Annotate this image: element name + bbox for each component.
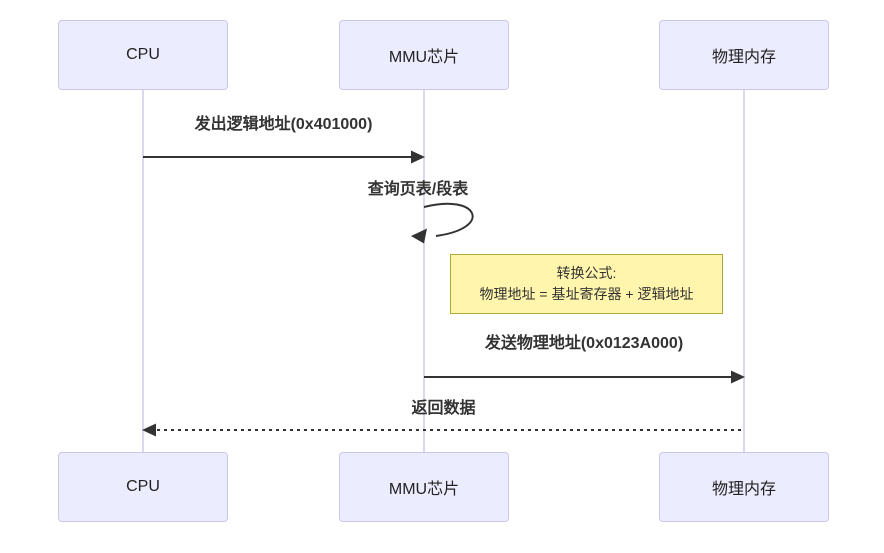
actor-box-memory-bottom: 物理内存 [659, 452, 829, 522]
actor-label-cpu: CPU [126, 478, 160, 495]
message-1-arrowhead-icon [411, 150, 425, 164]
actor-label-memory: 物理内存 [711, 481, 776, 498]
message-2-arrowhead-icon [411, 228, 427, 244]
note-line-1: 转换公式: [556, 265, 617, 281]
message-4-arrowhead-icon [142, 423, 156, 437]
actor-box-mmu-top: MMU芯片 [339, 20, 509, 90]
actor-box-mmu-bottom: MMU芯片 [339, 452, 509, 522]
actor-label-cpu: CPU [126, 46, 160, 63]
actor-label-mmu: MMU芯片 [388, 481, 460, 498]
actor-box-cpu-top: CPU [58, 20, 228, 90]
actor-box-memory-top: 物理内存 [659, 20, 829, 90]
note-line-2: 物理地址 = 基址寄存器 + 逻辑地址 [479, 286, 694, 302]
actor-label-memory: 物理内存 [711, 49, 776, 66]
message-3-arrowhead-icon [731, 370, 745, 384]
message-1-label: 发出逻辑地址(0x401000) [194, 116, 373, 133]
message-3-label: 发送物理地址(0x0123A000) [484, 335, 684, 352]
message-4-label: 返回数据 [411, 400, 476, 417]
actor-label-mmu: MMU芯片 [388, 49, 460, 66]
message-2-self-loop-line [423, 202, 474, 237]
note-box: 转换公式: 物理地址 = 基址寄存器 + 逻辑地址 [450, 254, 723, 314]
message-2-label: 查询页表/段表 [367, 181, 469, 198]
actor-box-cpu-bottom: CPU [58, 452, 228, 522]
